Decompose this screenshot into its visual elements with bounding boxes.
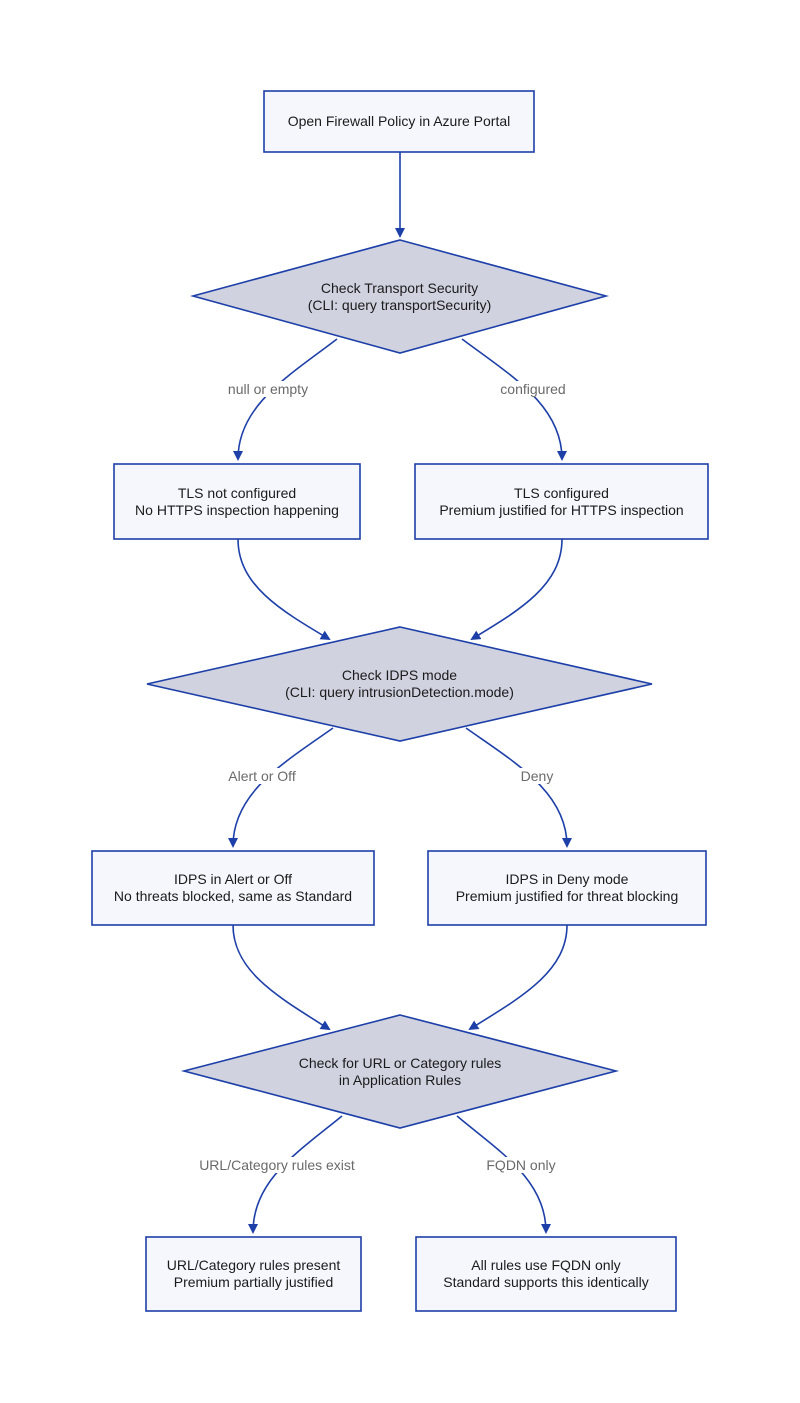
edge-check-idps-to-idps-alert	[228, 727, 334, 848]
edge-label-alert-or-off: Alert or Off	[226, 768, 298, 784]
edge-label-null-or-empty: null or empty	[225, 381, 311, 397]
node-url-present-box	[145, 1236, 362, 1312]
node-tls-yes-box	[414, 463, 709, 540]
node-fqdn-only-box	[415, 1236, 677, 1312]
edge-idps-deny-to-check-url	[468, 924, 568, 1031]
node-check-url-diamond	[180, 1014, 620, 1129]
edge-label-deny: Deny	[518, 768, 556, 784]
edge-check-tls-to-tls-not	[233, 338, 338, 461]
node-check-idps-diamond	[146, 626, 653, 742]
edge-check-tls-to-tls-yes	[461, 338, 567, 461]
edge-check-url-to-fqdn-only	[456, 1115, 551, 1234]
edge-tls-not-to-check-idps	[237, 538, 331, 641]
edge-label-fqdn-only: FQDN only	[484, 1157, 558, 1173]
edge-label-url-category-rules-exist: URL/Category rules exist	[197, 1157, 357, 1173]
node-start-box	[263, 90, 535, 153]
edge-idps-alert-to-check-url	[232, 924, 331, 1031]
edge-check-idps-to-idps-deny	[465, 727, 572, 848]
edge-check-url-to-url-present	[248, 1115, 343, 1234]
edge-label-configured: configured	[498, 381, 568, 397]
node-tls-not-box	[113, 463, 361, 540]
node-check-tls-diamond	[189, 239, 610, 354]
node-idps-alert-box	[91, 850, 375, 926]
edge-tls-yes-to-check-idps	[470, 538, 563, 641]
node-idps-deny-box	[427, 850, 707, 926]
